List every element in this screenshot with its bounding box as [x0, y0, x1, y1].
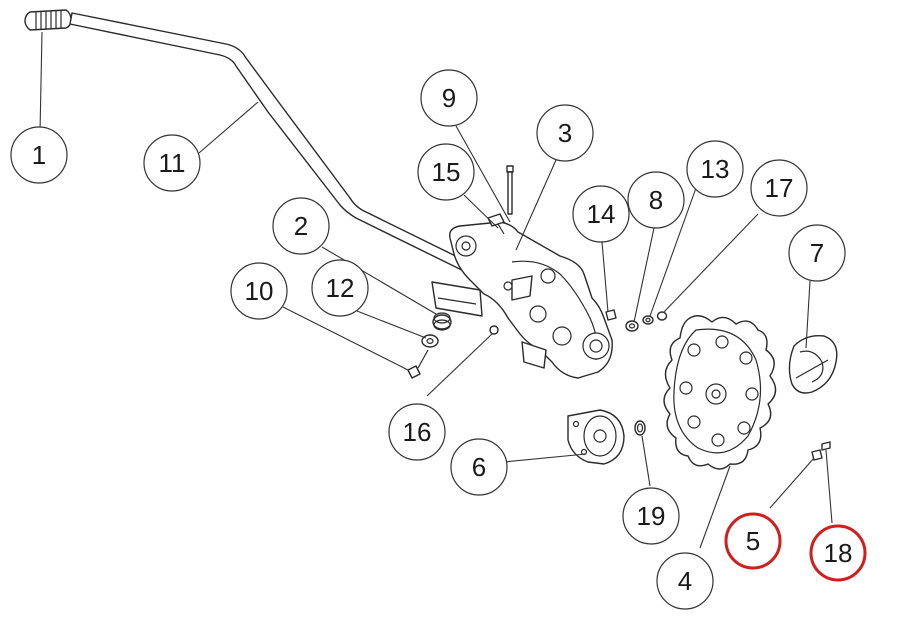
callout-15-label: 15: [432, 157, 461, 187]
part-3-frame-bracket: [431, 221, 613, 379]
callout-15: 15: [417, 143, 475, 201]
callout-17-label: 17: [765, 173, 794, 203]
callout-17: 17: [750, 159, 808, 217]
callout-2-label: 2: [294, 211, 308, 241]
callout-18-label: 18: [824, 538, 853, 568]
callout-8: 8: [627, 171, 685, 229]
part-2-spring: [432, 312, 452, 331]
part-7-scraper: [788, 335, 838, 394]
callout-8-label: 8: [649, 185, 663, 215]
callout-7: 7: [788, 224, 846, 282]
part-18-screw: [821, 441, 831, 451]
callout-13: 13: [686, 140, 744, 198]
part-8-bushing: [625, 320, 639, 332]
callout-19: 19: [622, 487, 680, 545]
callout-1-label: 1: [32, 140, 46, 170]
callout-7-label: 7: [810, 238, 824, 268]
part-16-small-nut: [489, 325, 499, 335]
callout-5-label: 5: [746, 526, 760, 556]
part-17-nut: [656, 311, 668, 321]
callout-16-label: 16: [403, 417, 432, 447]
callout-3: 3: [536, 104, 594, 162]
part-6-bearing-hub: [567, 409, 625, 465]
part-14-bolt: [605, 309, 617, 321]
callout-4-label: 4: [678, 566, 692, 596]
part-9-long-bolt: [506, 165, 514, 215]
callout-12-label: 12: [326, 273, 355, 303]
part-15-small-bolt: [487, 213, 505, 235]
leader-lines: [39, 31, 833, 549]
callout-2: 2: [272, 197, 330, 255]
part-5-screw: [811, 449, 823, 461]
callout-9: 9: [420, 69, 478, 127]
callout-18: 18: [809, 524, 867, 582]
callout-11-label: 11: [159, 148, 186, 178]
callout-14-label: 14: [587, 199, 616, 229]
callout-9-label: 9: [442, 83, 456, 113]
callout-11: 11: [143, 134, 201, 192]
part-19-snap-ring: [634, 420, 646, 436]
callout-13-label: 13: [701, 154, 730, 184]
callout-1: 1: [10, 126, 68, 184]
callout-16: 16: [388, 403, 446, 461]
part-13-washer: [642, 315, 654, 325]
callout-14: 14: [572, 185, 630, 243]
callout-5: 5: [724, 512, 782, 570]
callout-4: 4: [656, 552, 714, 610]
part-10-bolt: [407, 349, 429, 379]
part-4-closing-wheel: [663, 315, 777, 470]
callout-12: 12: [311, 259, 369, 317]
callout-19-label: 19: [637, 501, 666, 531]
callout-6-label: 6: [472, 452, 486, 482]
callout-10: 10: [230, 262, 288, 320]
callout-6: 6: [450, 438, 508, 496]
callout-3-label: 3: [558, 118, 572, 148]
part-1-handle-grip: [24, 9, 72, 31]
callout-10-label: 10: [245, 276, 274, 306]
